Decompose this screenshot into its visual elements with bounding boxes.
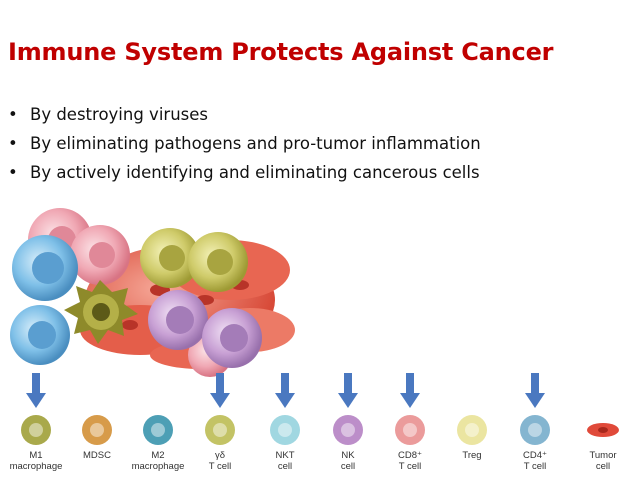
cell-label-line1: NK [341, 450, 355, 461]
cell-label: MDSC [62, 450, 132, 461]
immune-cell-icon [143, 415, 173, 445]
cell-label-line2: cell [340, 461, 356, 472]
bullet-item: • By destroying viruses [8, 100, 481, 129]
cell-label-line2: cell [277, 461, 293, 472]
bullet-list: • By destroying viruses • By eliminating p… [8, 100, 481, 187]
bullet-item: • By eliminating pathogens and pro-tumor … [8, 129, 481, 158]
cell-label-line2: macrophage [9, 461, 63, 472]
bullet-item: • By actively identifying and eliminating… [8, 158, 481, 187]
cell-label: CD4⁺T cell [500, 450, 570, 472]
immune-cell-icon [457, 415, 487, 445]
immune-cell-icon [520, 415, 550, 445]
down-arrow-icon [275, 373, 295, 408]
bullet-icon: • [8, 105, 18, 124]
cell-label-line1: γδ [214, 450, 226, 461]
immune-cell-icon [82, 415, 112, 445]
bullet-text: By actively identifying and eliminating … [30, 163, 480, 182]
cell-label: CD8⁺T cell [375, 450, 445, 472]
bullet-icon: • [8, 134, 18, 153]
bullet-text: By destroying viruses [30, 105, 208, 124]
down-arrow-icon [210, 373, 230, 408]
down-arrow-icon [525, 373, 545, 408]
down-arrow-icon [338, 373, 358, 408]
cell-label-line1: MDSC [83, 450, 111, 461]
cell-label: Treg [437, 450, 507, 461]
down-arrow-icon [26, 373, 46, 408]
bullet-text: By eliminating pathogens and pro-tumor i… [30, 134, 481, 153]
immune-cell-icon [333, 415, 363, 445]
immune-cell-icon [205, 415, 235, 445]
slide-title: Immune System Protects Against Cancer [8, 38, 554, 66]
cell-label-line1: Treg [462, 450, 482, 461]
cell-label-line2: T cell [523, 461, 547, 472]
macrophage-cell [64, 280, 138, 344]
down-arrow-icon [400, 373, 420, 408]
cell-label-line1: CD4⁺ [522, 450, 548, 461]
cell-label-line1: CD8⁺ [397, 450, 423, 461]
cell-label-line1: NKT [275, 450, 295, 461]
cell-label-line2: T cell [398, 461, 422, 472]
bullet-icon: • [8, 163, 18, 182]
immune-cell-icon [587, 423, 619, 437]
immune-cell-icon [270, 415, 300, 445]
cell-label-line2: cell [595, 461, 611, 472]
cell-label-line1: M2 [151, 450, 165, 461]
cell-label-line1: Tumor [589, 450, 617, 461]
cell-label-line1: M1 [29, 450, 43, 461]
cell-label-line2: macrophage [131, 461, 185, 472]
immune-cell-icon [21, 415, 51, 445]
immune-cell-icon [395, 415, 425, 445]
cell-label-line2: T cell [208, 461, 232, 472]
